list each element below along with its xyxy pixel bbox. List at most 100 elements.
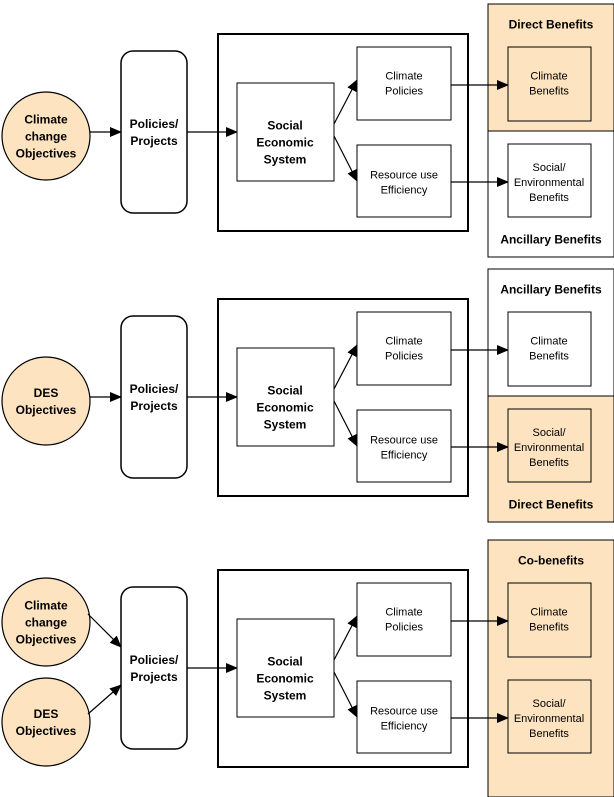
social-benefits-label-line: Benefits <box>529 192 569 204</box>
objective-label-line: DES <box>34 707 59 721</box>
social-benefits-label-line: Environmental <box>514 713 584 725</box>
resource-efficiency-label-line: Efficiency <box>381 184 428 196</box>
system-label-line: Economic <box>256 671 314 685</box>
resource-efficiency-box <box>356 144 452 218</box>
policies-label: Policies/Projects <box>130 382 179 413</box>
objective-label-line: Objectives <box>16 632 77 646</box>
social-benefits-label-line: Environmental <box>514 442 584 454</box>
climate-policies-label-line: Climate <box>385 70 422 82</box>
policies-label-line: Projects <box>130 399 178 413</box>
climate-benefits-label-line: Climate <box>530 335 567 347</box>
section-label-line: Direct Benefits <box>509 497 594 511</box>
climate-policies-label-line: Policies <box>385 350 423 362</box>
climate-benefits-label-line: Climate <box>530 70 567 82</box>
climate-policies-label-line: Policies <box>385 85 423 97</box>
system-label-line: System <box>264 688 307 702</box>
arrow-system-to-resource-efficiency <box>333 135 358 182</box>
arrow-objective-to-policies <box>87 613 122 648</box>
section-label: Direct Benefits <box>509 497 594 511</box>
climate-benefits-label-line: Benefits <box>529 85 569 97</box>
system-label-line: Economic <box>256 135 314 149</box>
policies-label: Policies/Projects <box>130 117 179 148</box>
system-label-line: System <box>264 152 307 166</box>
policies-box <box>120 315 188 479</box>
resource-efficiency-label-line: Efficiency <box>381 449 428 461</box>
policies-label: Policies/Projects <box>130 653 179 684</box>
resource-efficiency-box <box>356 409 452 483</box>
objective-label-line: DES <box>34 386 59 400</box>
social-benefits-label-line: Social/ <box>532 698 566 710</box>
climate-policies-box <box>356 46 452 121</box>
co-benefits-section <box>487 539 614 797</box>
social-economic-system-box <box>236 618 335 718</box>
system-label-line: System <box>264 417 307 431</box>
policies-box <box>120 50 188 214</box>
climate-benefits-label-line: Climate <box>530 606 567 618</box>
objective-label-line: change <box>25 129 67 143</box>
resource-efficiency-label-line: Resource use <box>370 434 438 446</box>
climate-policies-label-line: Policies <box>385 621 423 633</box>
system-label-line: Social <box>267 383 302 397</box>
climate-benefits-label-line: Benefits <box>529 621 569 633</box>
resource-efficiency-label-line: Efficiency <box>381 720 428 732</box>
climate-benefits-label-line: Benefits <box>529 350 569 362</box>
policies-box <box>120 586 188 750</box>
social-benefits-label-line: Benefits <box>529 457 569 469</box>
section-label: Co-benefits <box>518 553 584 567</box>
social-benefits-label-line: Environmental <box>514 177 584 189</box>
policies-label-line: Policies/ <box>130 382 179 396</box>
objective-label: DES Objectives <box>16 707 77 738</box>
arrow-system-to-climate-policies <box>333 344 358 390</box>
section-label-line: Co-benefits <box>518 553 584 567</box>
objective-circle <box>1 677 91 767</box>
social-benefits-label-line: Social/ <box>532 427 566 439</box>
arrow-system-to-resource-efficiency <box>333 400 358 447</box>
arrow-objective-to-policies <box>87 684 122 715</box>
arrow-system-to-resource-efficiency <box>333 671 358 718</box>
section-label-line: Ancillary Benefits <box>500 232 602 246</box>
system-label-line: Social <box>267 654 302 668</box>
objective-label-line: Objectives <box>16 724 77 738</box>
arrow-system-to-climate-policies <box>333 79 358 125</box>
section-label: Ancillary Benefits <box>500 232 602 246</box>
objective-label-line: Objectives <box>16 146 77 160</box>
objective-label-line: Climate <box>24 112 68 126</box>
objective-label-line: change <box>25 615 67 629</box>
section-label-line: Direct Benefits <box>509 17 594 31</box>
resource-efficiency-label-line: Resource use <box>370 169 438 181</box>
policies-label-line: Projects <box>130 670 178 684</box>
resource-efficiency-box <box>356 680 452 754</box>
resource-efficiency-label-line: Resource use <box>370 705 438 717</box>
system-label-line: Economic <box>256 400 314 414</box>
social-benefits-label-line: Social/ <box>532 162 566 174</box>
objective-circle <box>1 577 91 667</box>
climate-benefits-box <box>507 582 592 658</box>
section-label-line: Ancillary Benefits <box>500 282 602 296</box>
objective-circle <box>1 356 91 446</box>
climate-benefits-box <box>507 46 592 122</box>
section-label: Direct Benefits <box>509 17 594 31</box>
climate-policies-label-line: Climate <box>385 606 422 618</box>
objective-circle <box>1 91 91 181</box>
objective-label-line: Climate <box>24 598 68 612</box>
climate-benefits-box <box>507 311 592 387</box>
social-economic-system-box <box>236 347 335 447</box>
arrow-system-to-climate-policies <box>333 615 358 661</box>
system-label-line: Social <box>267 118 302 132</box>
policies-label-line: Policies/ <box>130 117 179 131</box>
